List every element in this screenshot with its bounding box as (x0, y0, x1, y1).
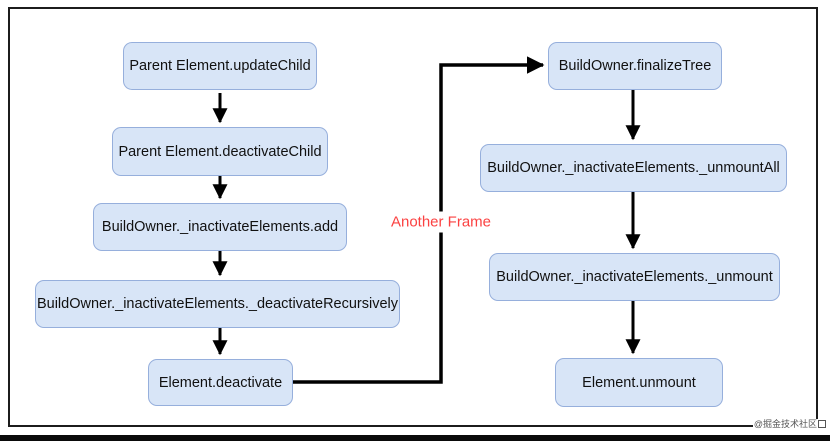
node-buildowner-inactivateelements-unmountall: BuildOwner._inactivateElements._unmountA… (480, 144, 787, 192)
node-parent-element-updatechild: Parent Element.updateChild (123, 42, 317, 90)
watermark-text: @掘金技术社区 (753, 419, 817, 429)
node-element-deactivate: Element.deactivate (148, 359, 293, 406)
watermark-logo-icon (818, 420, 826, 428)
another-frame-label: Another Frame (385, 211, 497, 233)
node-buildowner-inactivateelements-add: BuildOwner._inactivateElements.add (93, 203, 347, 251)
node-element-unmount: Element.unmount (555, 358, 723, 407)
node-buildowner-inactivateelements-unmount: BuildOwner._inactivateElements._unmount (489, 253, 780, 301)
node-parent-element-deactivatechild: Parent Element.deactivateChild (112, 127, 328, 176)
diagram-frame (8, 7, 818, 427)
bottom-black-bar (0, 435, 830, 441)
node-buildowner-inactivateelements-deactivaterecursively: BuildOwner._inactivateElements._deactiva… (35, 280, 400, 328)
node-buildowner-finalizetree: BuildOwner.finalizeTree (548, 42, 722, 90)
watermark: @掘金技术社区 (752, 419, 827, 429)
